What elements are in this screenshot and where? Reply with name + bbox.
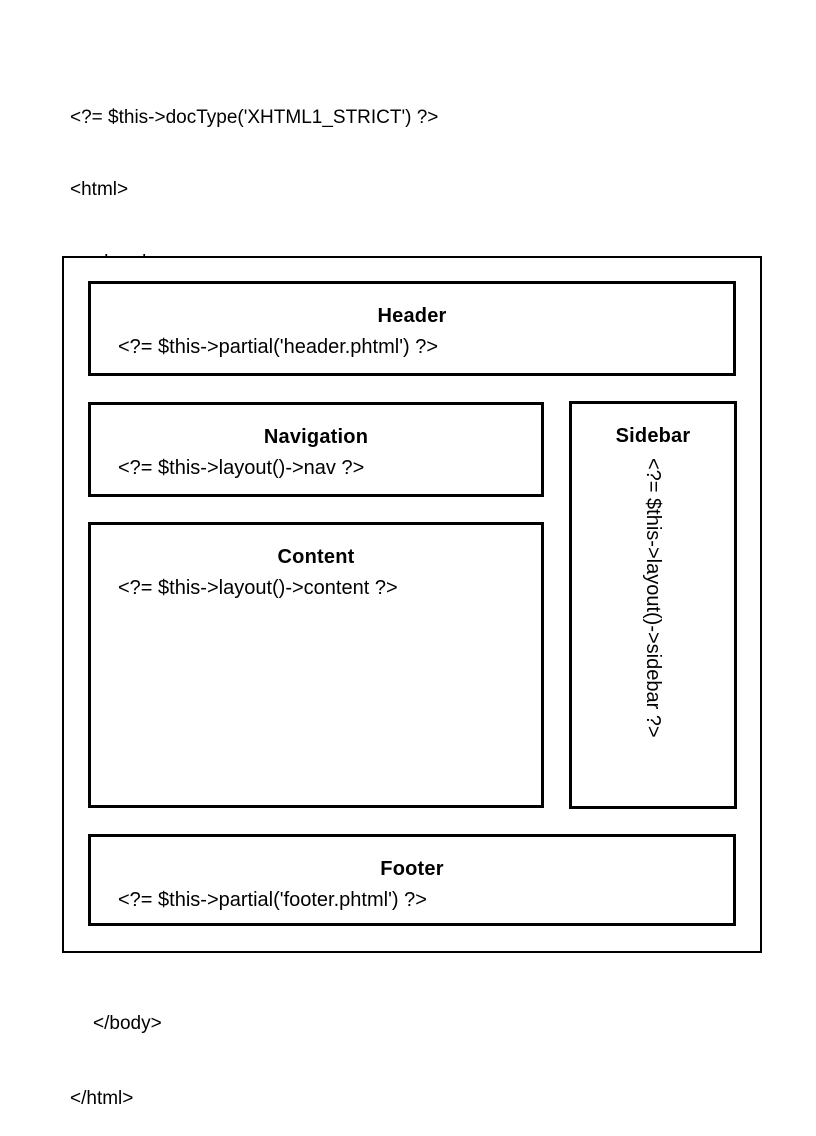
navigation-box: Navigation <?= $this->layout()->nav ?> xyxy=(88,402,544,497)
page: { "code": { "top": [ "<?= $this->docType… xyxy=(62,106,762,1109)
navigation-box-title: Navigation xyxy=(263,426,369,448)
content-box: Content <?= $this->layout()->content ?> xyxy=(88,522,544,808)
sidebar-box-vertical-code: <?= $this->layout()->sidebar ?> xyxy=(642,458,664,738)
bottom-code-block: </body> </html> xyxy=(70,961,162,1136)
header-box: Header <?= $this->partial('header.phtml'… xyxy=(88,281,736,376)
sidebar-box-title: Sidebar xyxy=(615,425,691,447)
content-box-code: <?= $this->layout()->content ?> xyxy=(118,577,398,599)
sidebar-box: Sidebar <?= $this->layout()->sidebar ?> xyxy=(569,401,737,809)
header-box-code: <?= $this->partial('header.phtml') ?> xyxy=(118,336,439,358)
code-line-html-open: <html> xyxy=(70,179,129,201)
code-line-doctype: <?= $this->docType('XHTML1_STRICT') ?> xyxy=(70,106,439,128)
footer-box-code: <?= $this->partial('footer.phtml') ?> xyxy=(118,889,427,911)
code-line-body-close: </body> xyxy=(93,1013,162,1034)
code-line-html-close: </html> xyxy=(70,1088,134,1109)
navigation-box-code: <?= $this->layout()->nav ?> xyxy=(118,457,365,479)
header-box-title: Header xyxy=(377,305,447,327)
content-box-title: Content xyxy=(277,546,355,568)
footer-box-title: Footer xyxy=(380,858,444,880)
footer-box: Footer <?= $this->partial('footer.phtml'… xyxy=(88,834,736,926)
body-layout-diagram: Header <?= $this->partial('header.phtml'… xyxy=(62,256,762,953)
